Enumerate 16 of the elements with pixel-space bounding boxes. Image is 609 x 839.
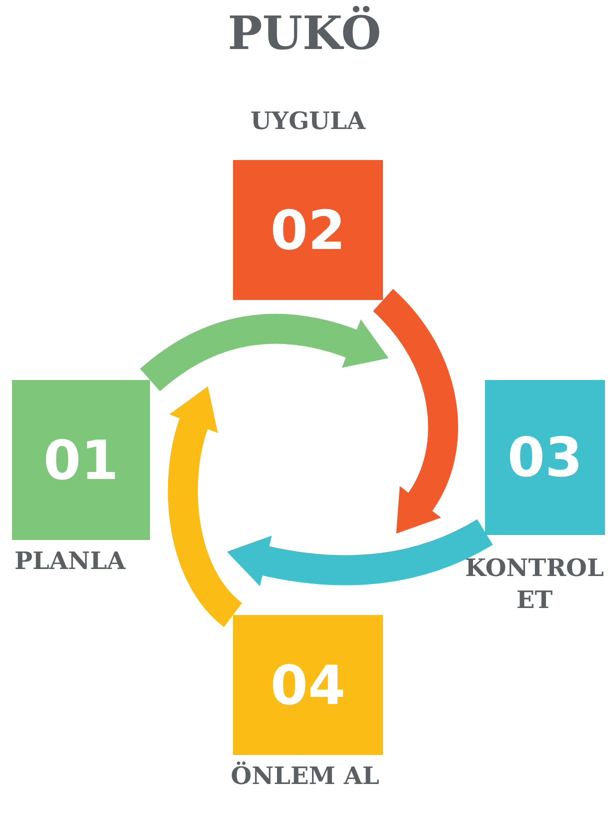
step-number: 03 xyxy=(507,426,583,489)
step-label: UYGULA xyxy=(250,105,367,137)
step-number: 04 xyxy=(270,654,346,716)
step-number: 01 xyxy=(43,428,119,492)
step-box xyxy=(233,160,383,300)
step-box xyxy=(233,615,383,755)
step-label: ÖNLEM AL xyxy=(230,760,380,792)
curved-arrow xyxy=(226,518,492,586)
step-label: KONTROL ET xyxy=(464,552,605,616)
title: PUKÖ xyxy=(226,6,382,60)
step-label: PLANLA xyxy=(14,545,127,577)
curved-arrow xyxy=(372,289,458,536)
step-number: 02 xyxy=(270,198,346,262)
step-box xyxy=(12,380,150,540)
step-box xyxy=(485,380,605,535)
curved-arrow xyxy=(168,386,244,626)
